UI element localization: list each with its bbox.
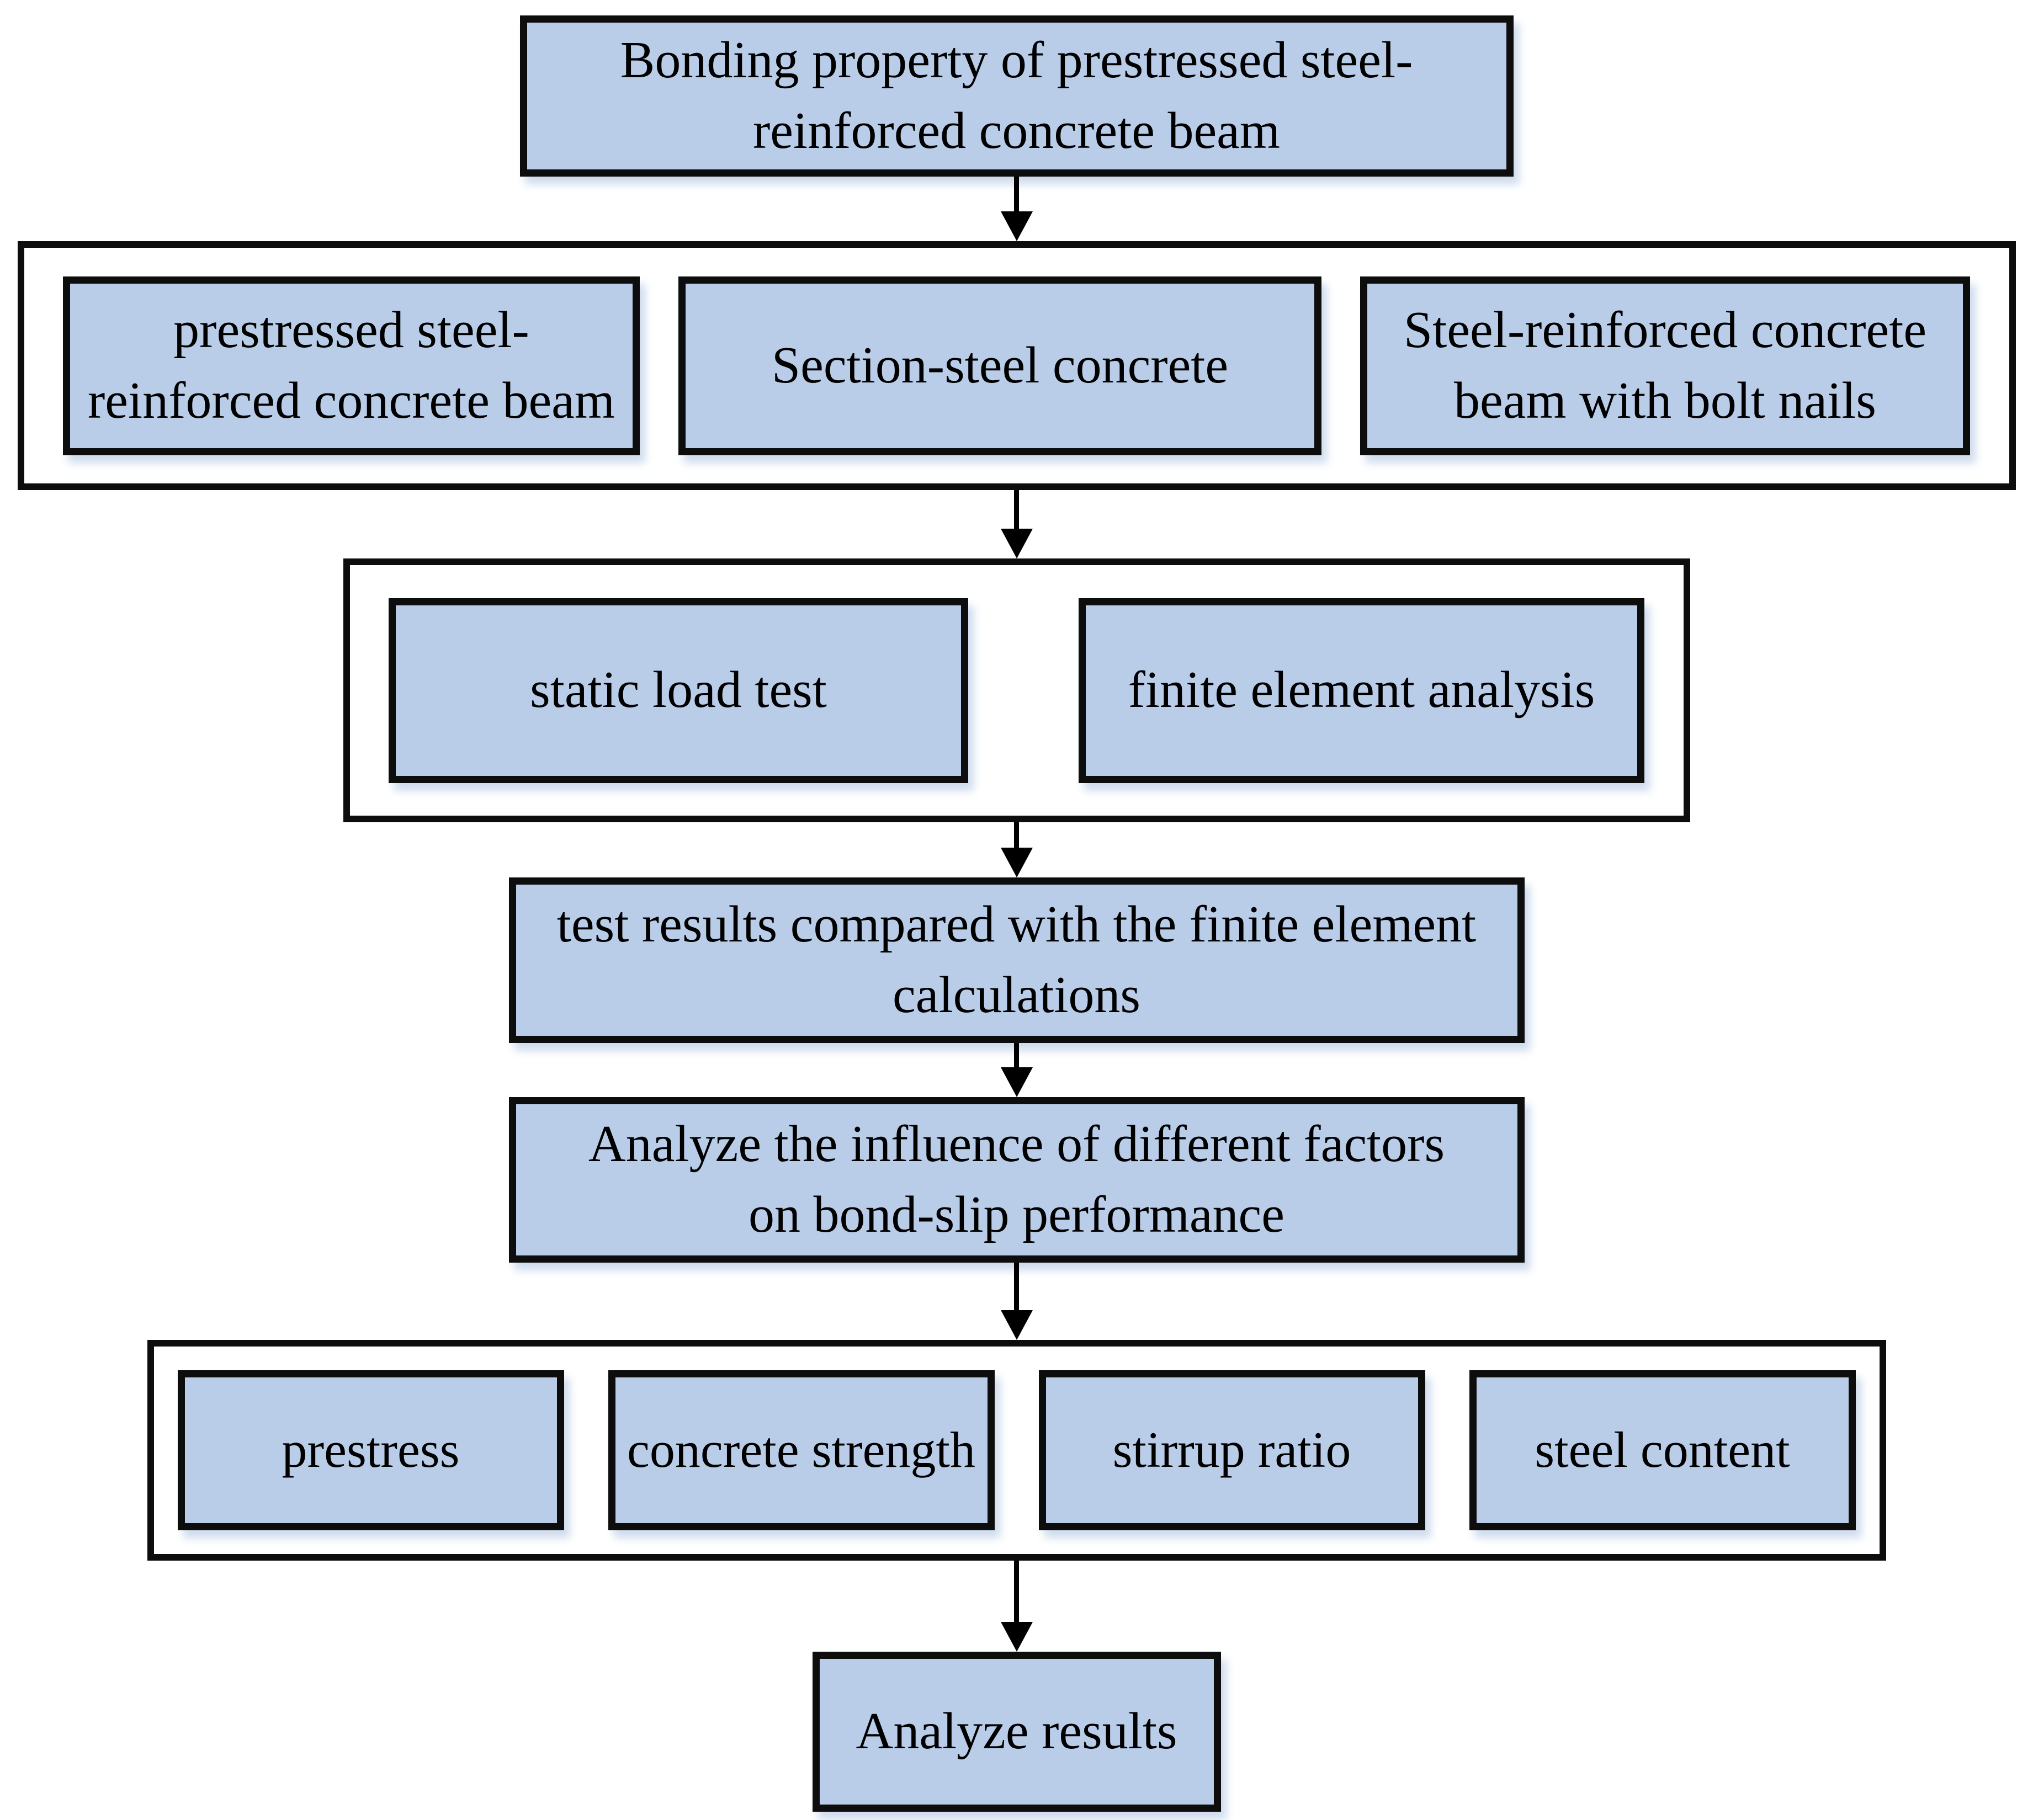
- arrow-head-icon: [1000, 1067, 1033, 1097]
- node-bolt-nails-beam-label: Steel-reinforced concrete beam with bolt…: [1403, 301, 1927, 429]
- arrow-head-icon: [1000, 848, 1033, 877]
- group-beam-types: prestressed steel- reinforced concrete b…: [17, 241, 2016, 490]
- node-bolt-nails-beam: Steel-reinforced concrete beam with bolt…: [1360, 276, 1970, 455]
- arrow-line: [1014, 1561, 1019, 1623]
- arrow-line: [1014, 822, 1019, 849]
- down-arrow-6: [1000, 1561, 1033, 1652]
- down-arrow-1: [1000, 177, 1033, 241]
- node-concrete-strength: concrete strength: [608, 1370, 995, 1530]
- node-test-vs-fe-comparison: test results compared with the finite el…: [508, 877, 1525, 1043]
- node-prestress: prestress: [177, 1370, 564, 1530]
- node-static-load-test-label: static load test: [530, 661, 827, 719]
- node-concrete-strength-label: concrete strength: [627, 1422, 975, 1478]
- arrow-line: [1014, 1263, 1019, 1311]
- arrow-head-icon: [1000, 1310, 1033, 1340]
- down-arrow-5: [1000, 1263, 1033, 1340]
- node-bonding-property-label: Bonding property of prestressed steel- r…: [620, 31, 1413, 159]
- group-factors: prestress concrete strength stirrup rati…: [147, 1340, 1886, 1561]
- down-arrow-4: [1000, 1043, 1033, 1097]
- node-stirrup-ratio-label: stirrup ratio: [1112, 1422, 1351, 1478]
- node-steel-content-label: steel content: [1535, 1422, 1790, 1478]
- group-methods: static load test finite element analysis: [343, 558, 1690, 822]
- node-test-vs-fe-comparison-label: test results compared with the finite el…: [556, 896, 1477, 1024]
- arrow-head-icon: [1000, 1622, 1033, 1652]
- node-prestressed-beam-label: prestressed steel- reinforced concrete b…: [87, 301, 615, 429]
- node-prestress-label: prestress: [282, 1422, 460, 1478]
- down-arrow-2: [1000, 490, 1033, 558]
- node-stirrup-ratio: stirrup ratio: [1038, 1370, 1425, 1530]
- arrow-line: [1014, 490, 1019, 530]
- arrow-line: [1014, 177, 1019, 212]
- arrow-head-icon: [1000, 529, 1033, 558]
- node-prestressed-beam: prestressed steel- reinforced concrete b…: [63, 276, 640, 455]
- node-analyze-factors: Analyze the influence of different facto…: [508, 1097, 1525, 1263]
- node-analyze-factors-label: Analyze the influence of different facto…: [588, 1115, 1445, 1243]
- node-finite-element-analysis: finite element analysis: [1079, 598, 1644, 783]
- node-steel-content: steel content: [1469, 1370, 1856, 1530]
- arrow-head-icon: [1000, 211, 1033, 241]
- down-arrow-3: [1000, 822, 1033, 877]
- node-bonding-property: Bonding property of prestressed steel- r…: [519, 15, 1514, 177]
- node-section-steel-concrete: Section-steel concrete: [678, 276, 1321, 455]
- node-static-load-test: static load test: [389, 598, 968, 783]
- node-analyze-results-label: Analyze results: [856, 1702, 1177, 1760]
- node-analyze-results: Analyze results: [812, 1652, 1221, 1812]
- node-finite-element-analysis-label: finite element analysis: [1128, 661, 1595, 719]
- node-section-steel-concrete-label: Section-steel concrete: [771, 336, 1229, 394]
- arrow-line: [1014, 1043, 1019, 1068]
